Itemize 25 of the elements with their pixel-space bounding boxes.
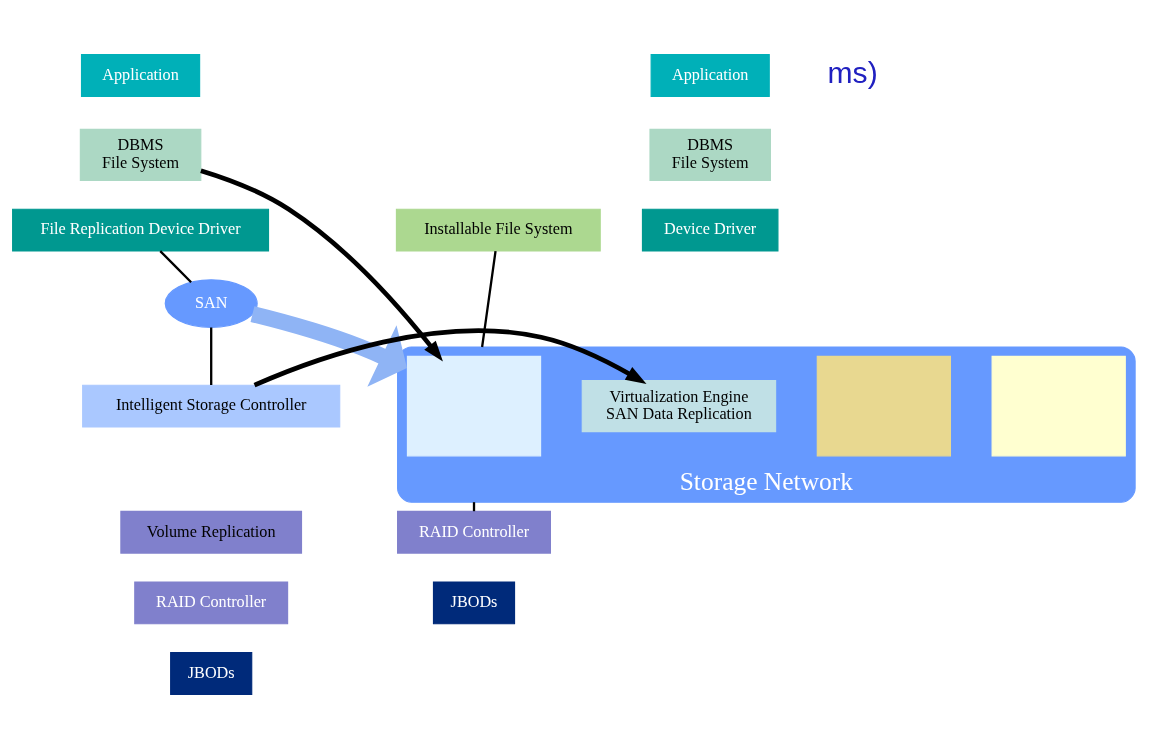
node-box (816, 355, 952, 456)
arrow (253, 328, 647, 387)
node-box: DBMS File System (649, 128, 771, 181)
node-box: Application (80, 53, 201, 97)
node-box: Intelligent Storage Controller (82, 384, 341, 427)
connector (159, 249, 192, 283)
node-box: JBODs (432, 580, 516, 624)
node-box: DBMS File System (79, 128, 202, 181)
node-box: Application (650, 53, 770, 97)
node-box (991, 355, 1126, 456)
node-box (406, 355, 542, 456)
node-box: Volume Replication (120, 510, 303, 554)
node-box: RAID Controller (397, 510, 551, 554)
node-box: Virtualization Engine SAN Data Replication (581, 379, 777, 432)
arrow (250, 305, 408, 387)
arrow (200, 167, 443, 362)
node-box: JBODs (170, 651, 253, 695)
node-box: Installable File System (395, 208, 601, 251)
node-box: RAID Controller (134, 580, 289, 624)
label: ms) (827, 55, 878, 89)
node-box: Device Driver (641, 208, 779, 251)
connector (210, 327, 213, 385)
connector (480, 250, 497, 347)
node-ellipse: SAN (164, 278, 258, 328)
node-box: File Replication Device Driver (12, 208, 270, 251)
